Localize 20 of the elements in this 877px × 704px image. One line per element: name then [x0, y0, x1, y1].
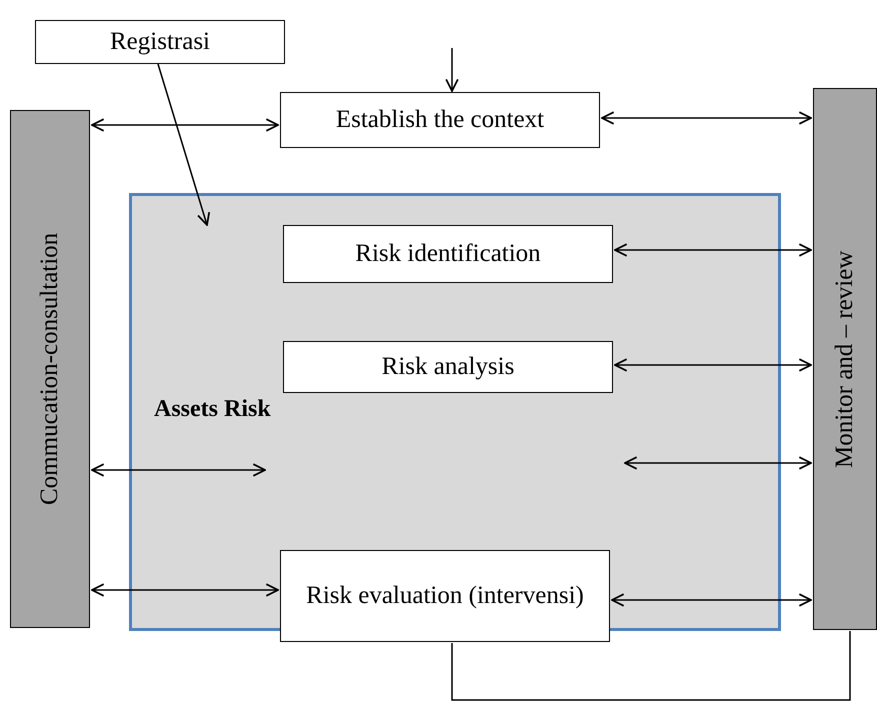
arrow	[91, 463, 266, 477]
arrow	[91, 118, 279, 132]
side-bar: Commucation-consultation	[10, 110, 90, 628]
process-box: Registrasi	[35, 20, 285, 64]
arrow	[91, 583, 279, 597]
process-box: Risk identification	[283, 225, 613, 283]
side-bar: Monitor and – review	[813, 88, 877, 630]
arrow	[624, 456, 812, 470]
arrow	[614, 358, 812, 372]
arrow	[614, 243, 812, 257]
process-box: Risk analysis	[283, 341, 613, 393]
arrow	[157, 64, 210, 226]
arrow	[601, 111, 812, 125]
arrow	[445, 48, 459, 92]
process-box: Risk evaluation (intervensi)	[280, 550, 610, 642]
assets-risk-panel	[129, 193, 781, 631]
process-box: Establish the context	[280, 92, 600, 148]
connector-line	[451, 631, 851, 701]
arrow	[611, 593, 812, 607]
section-heading: Assets Risk	[154, 396, 271, 423]
